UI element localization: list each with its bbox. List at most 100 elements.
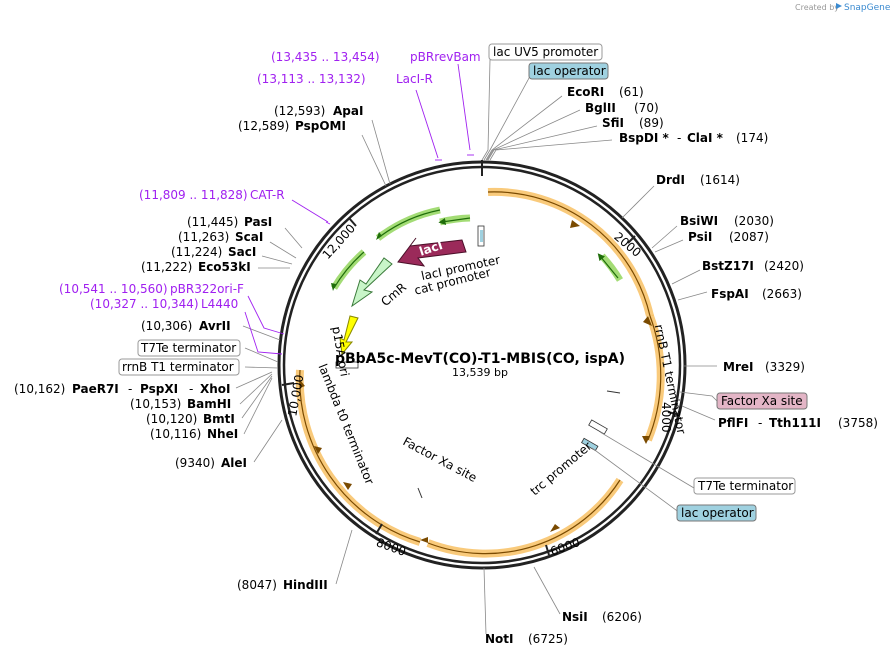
site-pflfi-tth111i[interactable]: PflFI - Tth111I (3758): [718, 416, 878, 430]
lac-operator-top-label[interactable]: lac operator: [528, 62, 609, 80]
svg-text:(11,445): (11,445): [187, 215, 238, 229]
svg-text:XhoI: XhoI: [200, 382, 231, 396]
laci-feature[interactable]: [397, 237, 467, 267]
lac-uv5-promoter-label[interactable]: lac UV5 promoter: [488, 43, 603, 61]
site-bstz17i[interactable]: BstZ17I (2420): [702, 259, 804, 273]
site-eco53ki[interactable]: (11,222) Eco53kI: [141, 260, 251, 274]
svg-text:(2087): (2087): [729, 230, 769, 244]
svg-text:(6206): (6206): [602, 610, 642, 624]
svg-text:(2420): (2420): [764, 259, 804, 273]
site-pasi[interactable]: (11,445) PasI: [187, 215, 272, 229]
lac-operator-bottom-label[interactable]: lac operator: [676, 504, 757, 522]
site-alei[interactable]: (9340) AleI: [175, 456, 247, 470]
site-mrei[interactable]: MreI (3329): [723, 360, 805, 374]
svg-text:(13,113 .. 13,132): (13,113 .. 13,132): [257, 72, 366, 86]
svg-text:-: -: [758, 416, 762, 430]
site-noti[interactable]: NotI (6725): [485, 632, 568, 646]
factor-xa-site-inner-label: Factor Xa site: [401, 434, 480, 485]
svg-text:lac operator: lac operator: [681, 506, 754, 520]
site-ecori[interactable]: EcoRI (61): [567, 85, 644, 99]
svg-text:AvrII: AvrII: [199, 319, 231, 333]
t7te-terminator-left-label[interactable]: T7Te terminator: [137, 339, 241, 357]
site-avrii[interactable]: (10,306) AvrII: [141, 319, 231, 333]
site-bglii[interactable]: BglII (70): [585, 101, 659, 115]
site-scai[interactable]: (11,263) ScaI: [178, 230, 263, 244]
site-apai[interactable]: (12,593) ApaI: [274, 104, 363, 118]
svg-text:Tth111I: Tth111I: [769, 416, 821, 430]
trc-promoter-label: trc promoter: [527, 439, 594, 498]
site-bspdi-clai[interactable]: BspDI * - ClaI * (174): [619, 131, 768, 145]
site-psii[interactable]: PsiI (2087): [688, 230, 769, 244]
svg-text:(10,116): (10,116): [150, 427, 201, 441]
primer-cat-r[interactable]: (11,809 .. 11,828) CAT-R: [139, 188, 285, 202]
svg-text:PspOMI: PspOMI: [295, 119, 346, 133]
svg-text:-: -: [128, 382, 132, 396]
site-drdi[interactable]: DrdI (1614): [656, 173, 740, 187]
site-fspai[interactable]: FspAI (2663): [711, 287, 802, 301]
green-arc-1[interactable]: [375, 206, 441, 241]
feature-arcs: [295, 187, 665, 558]
site-nhei[interactable]: (10,116) NheI: [150, 427, 238, 441]
svg-text:(70): (70): [634, 101, 659, 115]
svg-text:BmtI: BmtI: [203, 412, 235, 426]
cmr-feature[interactable]: [351, 257, 393, 308]
svg-text:PsiI: PsiI: [688, 230, 712, 244]
primer-pbrrevbam[interactable]: (13,435 .. 13,454) pBRrevBam: [271, 50, 481, 64]
svg-text:CAT-R: CAT-R: [250, 188, 285, 202]
svg-text:SfiI: SfiI: [602, 116, 624, 130]
site-bsiwi[interactable]: BsiWI (2030): [680, 214, 774, 228]
svg-text:BamHI: BamHI: [187, 397, 231, 411]
connectors: [235, 57, 719, 635]
terminator-mark-right[interactable]: [588, 419, 608, 435]
svg-text:BspDI *: BspDI *: [619, 131, 669, 145]
svg-text:LacI-R: LacI-R: [396, 72, 433, 86]
rrnb-t1-terminator-left-label[interactable]: rrnB T1 terminator: [118, 358, 240, 376]
site-hindiii[interactable]: (8047) HindIII: [237, 578, 328, 592]
orf-arc-3[interactable]: [426, 477, 624, 558]
svg-text:(10,120): (10,120): [146, 412, 197, 426]
svg-text:BglII: BglII: [585, 101, 616, 115]
svg-text:NheI: NheI: [207, 427, 238, 441]
primer-pbr322ori-f[interactable]: (10,541 .. 10,560) pBR322ori-F: [59, 282, 244, 296]
site-bmti[interactable]: (10,120) BmtI: [146, 412, 235, 426]
svg-text:(3758): (3758): [838, 416, 878, 430]
svg-text:(11,809 .. 11,828): (11,809 .. 11,828): [139, 188, 248, 202]
primer-laci-r[interactable]: (13,113 .. 13,132) LacI-R: [257, 72, 433, 86]
site-nsii[interactable]: NsiI (6206): [562, 610, 642, 624]
svg-text:(10,306): (10,306): [141, 319, 192, 333]
svg-text:(1614): (1614): [700, 173, 740, 187]
svg-text:4000: 4000: [659, 402, 673, 433]
snapgene-brand: SnapGene: [844, 3, 891, 13]
primer-l4440[interactable]: (10,327 .. 10,344) L4440: [90, 297, 238, 311]
svg-text:pBRrevBam: pBRrevBam: [410, 50, 481, 64]
svg-text:lac UV5 promoter: lac UV5 promoter: [493, 45, 598, 59]
laci-label: lacI: [417, 238, 444, 259]
terminator-mark-left[interactable]: [335, 361, 359, 369]
t7te-terminator-right-label[interactable]: T7Te terminator: [693, 477, 796, 495]
svg-text:HindIII: HindIII: [283, 578, 328, 592]
svg-text:(2030): (2030): [734, 214, 774, 228]
ori-feature[interactable]: [339, 315, 359, 356]
site-bamhi[interactable]: (10,153) BamHI: [130, 397, 231, 411]
site-sfii[interactable]: SfiI (89): [602, 116, 664, 130]
svg-text:SacI: SacI: [228, 245, 256, 259]
factor-xa-site-right-label[interactable]: Factor Xa site: [716, 392, 808, 410]
lac-operator-mark-bottom[interactable]: [581, 437, 599, 452]
site-paer7i-pspxi-xhoi[interactable]: (10,162) PaeR7I - PspXI - XhoI: [14, 382, 231, 396]
svg-text:AleI: AleI: [221, 456, 247, 470]
svg-text:NsiI: NsiI: [562, 610, 588, 624]
svg-text:lac operator: lac operator: [533, 64, 606, 78]
svg-text:(61): (61): [619, 85, 644, 99]
primer-labels: (13,435 .. 13,454) pBRrevBam (13,113 .. …: [59, 50, 481, 311]
svg-text:BsiWI: BsiWI: [680, 214, 718, 228]
site-pspomi[interactable]: (12,589) PspOMI: [238, 119, 346, 133]
svg-text:-: -: [189, 382, 193, 396]
svg-text:T7Te terminator: T7Te terminator: [697, 479, 793, 493]
site-saci[interactable]: (11,224) SacI: [171, 245, 256, 259]
tick-marks: [281, 160, 681, 556]
boxed-labels: lac UV5 promoter lac operator Factor Xa …: [118, 43, 808, 522]
cmr-label: CmR: [378, 280, 409, 309]
svg-text:(11,224): (11,224): [171, 245, 222, 259]
svg-text:(10,327 .. 10,344): (10,327 .. 10,344): [90, 297, 199, 311]
